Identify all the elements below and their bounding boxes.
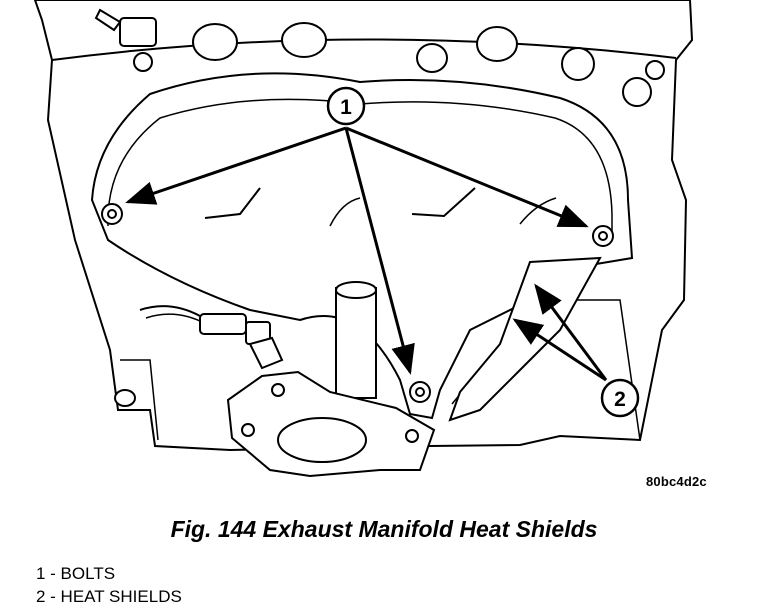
callout-1-number: 1: [340, 96, 352, 119]
callout-2-circle: [600, 378, 640, 418]
legend: 1 - BOLTS 2 - HEAT SHIELDS: [36, 562, 182, 608]
figure-caption: Fig. 144 Exhaust Manifold Heat Shields: [170, 516, 598, 542]
legend-item-heat-shields: 2 - HEAT SHIELDS: [36, 587, 182, 606]
exhaust-manifold-illustration: 1 2: [33, 0, 694, 478]
exhaust-flange: [226, 370, 436, 478]
callout-1-circle: [326, 86, 366, 126]
oxygen-sensor: [139, 305, 284, 370]
head-bolts: [94, 8, 665, 80]
callout-1: 1: [125, 86, 589, 375]
legend-item-bolts: 1 - BOLTS: [36, 564, 116, 583]
callout-2: 2: [512, 283, 640, 418]
heat-shield-bolts: [101, 203, 614, 403]
outlet-pipe: [335, 281, 377, 399]
figure-code: 80bc4d2c: [646, 474, 707, 489]
callout-2-number: 2: [614, 388, 626, 411]
head-bosses: [114, 17, 652, 407]
